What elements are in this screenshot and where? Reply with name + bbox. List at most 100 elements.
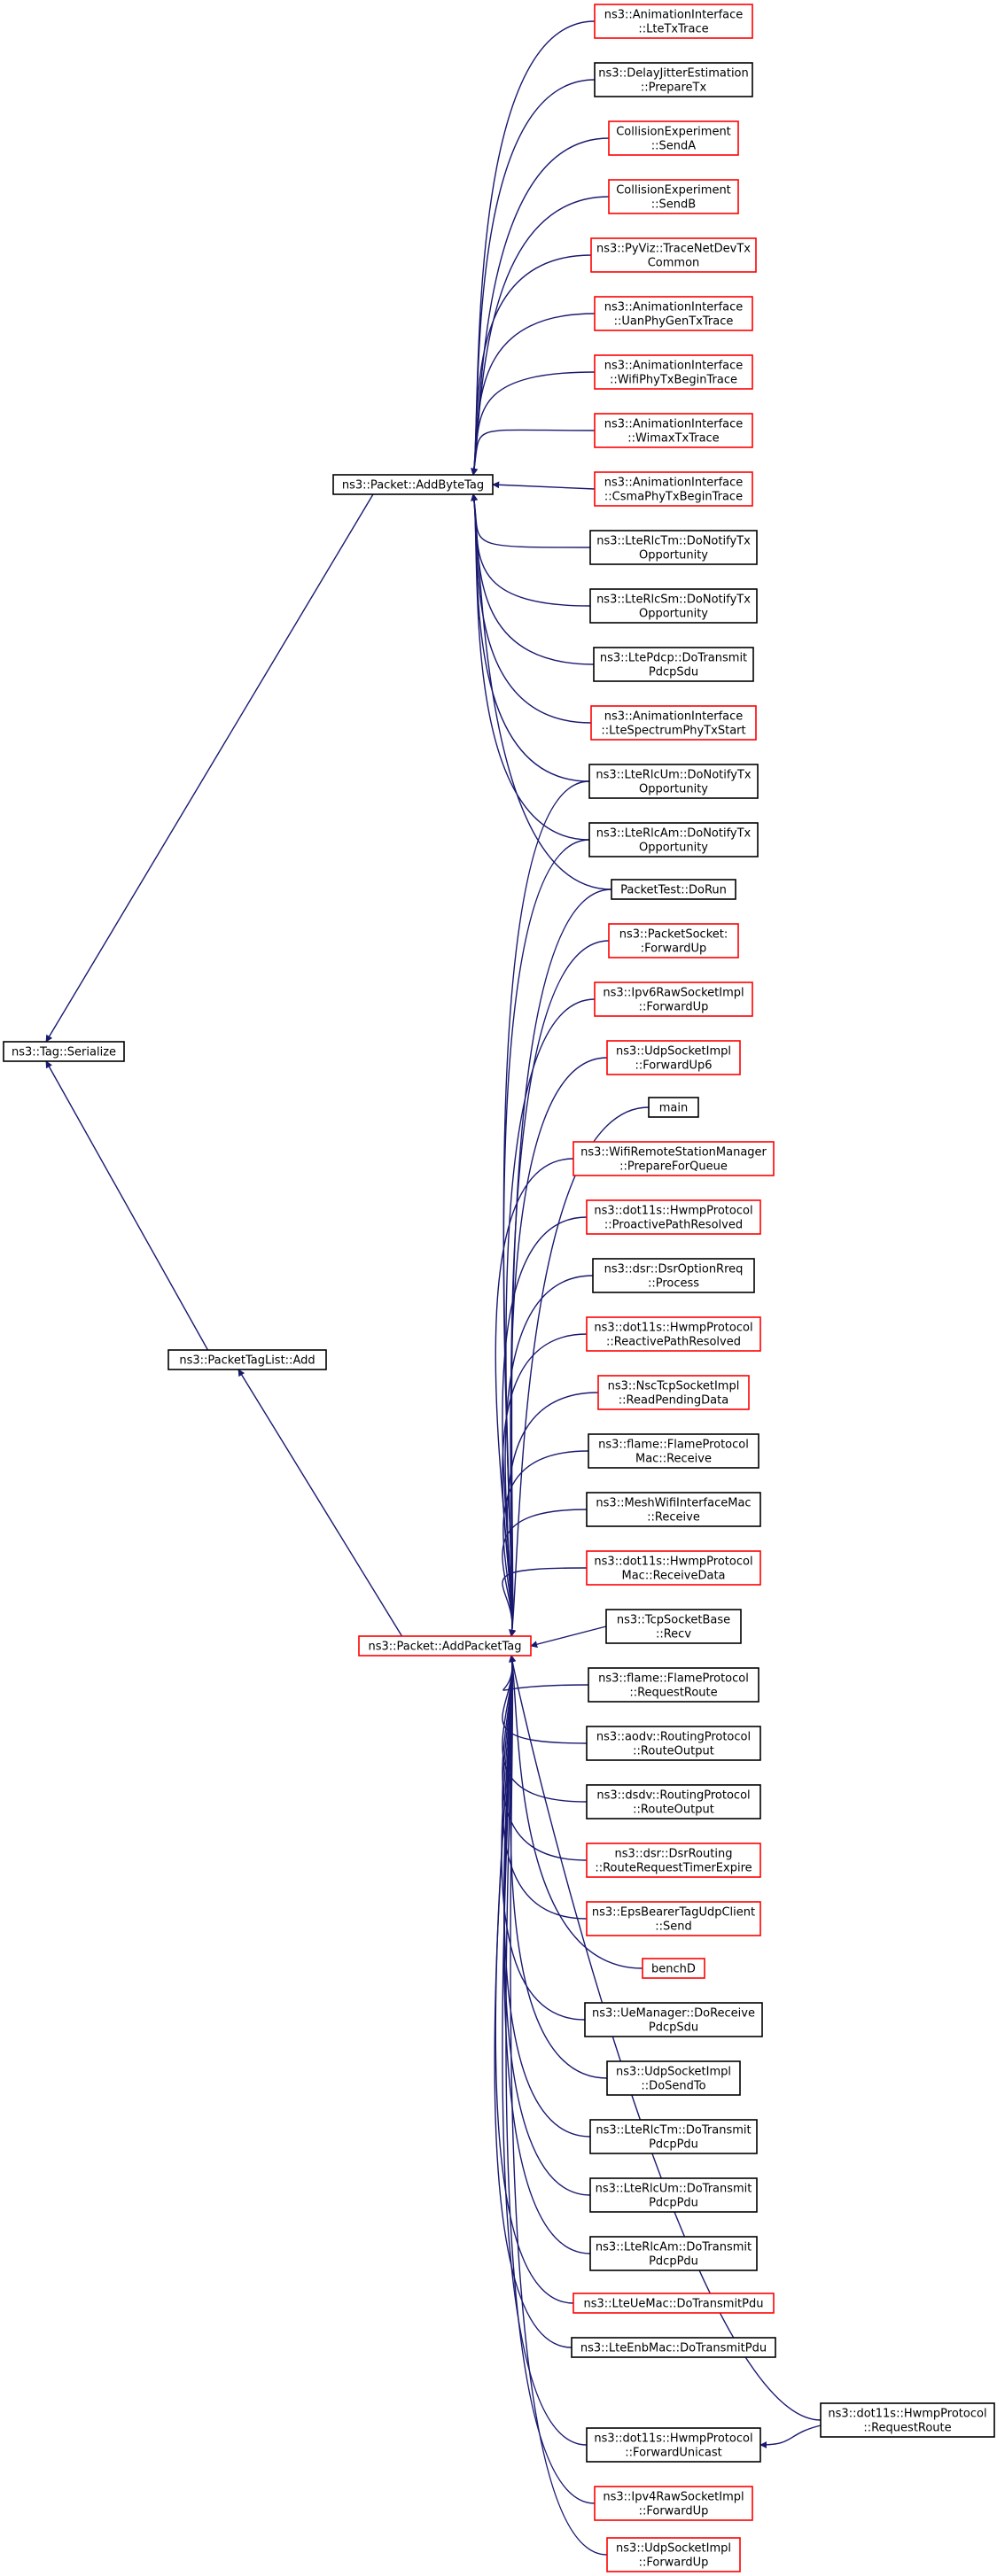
node-box-anim-uanphygentxtrace: [594, 296, 753, 331]
edge-lterlcum-dotransmitpdcppdu-to-addpackettag: [503, 1655, 591, 2196]
node-lteuemac-dotransmitpdu[interactable]: ns3::LteUeMac::DoTransmitPdu: [572, 2293, 775, 2314]
node-box-lterlctm-donotifytx: [589, 530, 758, 565]
node-label-ltepdcp-dotransmitpdcpsdu-line-1: ns3::LtePdcp::DoTransmit: [600, 652, 747, 665]
node-box-collision-senda: [608, 120, 739, 156]
node-hwmpmac-receivedata[interactable]: ns3::dot11s::HwmpProtocolMac::ReceiveDat…: [586, 1550, 761, 1586]
node-tcpsocketbase-recv[interactable]: ns3::TcpSocketBase::Recv: [605, 1609, 742, 1644]
node-benchd[interactable]: benchD: [642, 1958, 705, 1979]
node-label-uemanager-doreceivepdcpsdu-line-2: PdcpSdu: [649, 2021, 698, 2035]
node-wifiremote-prepareforqueue[interactable]: ns3::WifiRemoteStationManager::PrepareFo…: [572, 1141, 775, 1176]
node-label-anim-ltetxtrace-line-2: ::LteTxTrace: [638, 23, 708, 36]
edge-dsdv-routeoutput-to-addpackettag: [502, 1655, 588, 1803]
edge-lterlcsm-donotifytx-to-addbytetag: [471, 493, 591, 607]
node-anim-csmaphytxbegintrace[interactable]: ns3::AnimationInterface::CsmaPhyTxBeginT…: [594, 471, 753, 507]
node-label-dsroptionrreq-process-line-2: ::Process: [648, 1277, 699, 1291]
node-anim-uanphygentxtrace[interactable]: ns3::AnimationInterface::UanPhyGenTxTrac…: [594, 296, 753, 331]
node-dsrrouting-routerequesttimerexpire[interactable]: ns3::dsr::DsrRouting::RouteRequestTimerE…: [586, 1843, 761, 1878]
node-addpackettag[interactable]: ns3::Packet::AddPacketTag: [358, 1635, 532, 1657]
node-label-lterlcam-donotifytx-line-1: ns3::LteRlcAm::DoNotifyTx: [596, 827, 752, 841]
node-anim-wimaxtxtrace[interactable]: ns3::AnimationInterface::WimaxTxTrace: [594, 413, 753, 448]
node-label-dsrrouting-routerequesttimerexpire-line-2: ::RouteRequestTimerExpire: [595, 1862, 752, 1875]
node-anim-wifiphytxbegintrace[interactable]: ns3::AnimationInterface::WifiPhyTxBeginT…: [594, 354, 753, 390]
edge-udpsocketimpl-forwardup6-to-addpackettag: [509, 1057, 608, 1637]
node-hwmp-requestroute[interactable]: ns3::dot11s::HwmpProtocol::RequestRoute: [820, 2402, 995, 2438]
node-box-hwmp-requestroute: [820, 2402, 995, 2438]
node-label-lteuemac-dotransmitpdu-line-1: ns3::LteUeMac::DoTransmitPdu: [583, 2298, 763, 2311]
edge-packettaglist-add-to-serialize: [45, 1060, 209, 1351]
node-box-dsroptionrreq-process: [592, 1258, 755, 1293]
node-packetsocket-forwardup[interactable]: ns3::PacketSocket::ForwardUp: [608, 923, 739, 958]
node-label-benchd-line-1: benchD: [651, 1963, 696, 1976]
node-label-meshwifiinterfacemac-receive-line-1: ns3::MeshWifiInterfaceMac: [596, 1497, 751, 1510]
node-label-anim-wifiphytxbegintrace-line-2: ::WifiPhyTxBeginTrace: [610, 374, 737, 387]
node-ipv4rawsocketimpl-forwardup[interactable]: ns3::Ipv4RawSocketImpl::ForwardUp: [594, 2486, 753, 2521]
edge-hwmp-requestroute-to-addpackettag: [509, 1655, 822, 2421]
node-nsctcpsocketimpl-readpendingdata[interactable]: ns3::NscTcpSocketImpl::ReadPendingData: [597, 1375, 750, 1410]
node-meshwifiinterfacemac-receive[interactable]: ns3::MeshWifiInterfaceMac::Receive: [586, 1492, 761, 1527]
node-packettaglist-add[interactable]: ns3::PacketTagList::Add: [167, 1349, 327, 1370]
node-aodv-routeoutput[interactable]: ns3::aodv::RoutingProtocol::RouteOutput: [586, 1726, 761, 1761]
node-box-udpsocketimpl-dosendto: [606, 2060, 741, 2096]
node-addbytetag[interactable]: ns3::Packet::AddByteTag: [332, 474, 494, 495]
node-box-anim-wimaxtxtrace: [594, 413, 753, 448]
node-hwmp-forwardunicast[interactable]: ns3::dot11s::HwmpProtocol::ForwardUnicas…: [586, 2427, 761, 2463]
node-box-lterlcam-dotransmitpdcppdu: [589, 2236, 758, 2271]
node-label-lterlctm-donotifytx-line-2: Opportunity: [639, 549, 708, 563]
node-label-anim-wimaxtxtrace-line-2: ::WimaxTxTrace: [627, 432, 719, 446]
node-label-lterlcsm-donotifytx-line-1: ns3::LteRlcSm::DoNotifyTx: [596, 594, 751, 607]
node-delayjitter-preparetx[interactable]: ns3::DelayJitterEstimation::PrepareTx: [594, 62, 753, 97]
node-udpsocketimpl-forwardup[interactable]: ns3::UdpSocketImpl::ForwardUp: [606, 2537, 741, 2572]
node-box-lterlcsm-donotifytx: [589, 588, 758, 624]
node-anim-ltetxtrace[interactable]: ns3::AnimationInterface::LteTxTrace: [594, 4, 753, 39]
node-label-udpsocketimpl-dosendto-line-1: ns3::UdpSocketImpl: [616, 2066, 731, 2079]
edge-lteenbmac-dotransmitpdu-to-addpackettag: [494, 1655, 572, 2348]
node-collision-senda[interactable]: CollisionExperiment::SendA: [608, 120, 739, 156]
node-label-hwmpmac-receivedata-line-1: ns3::dot11s::HwmpProtocol: [594, 1556, 752, 1569]
node-box-benchd: [642, 1958, 705, 1979]
node-label-ipv6rawsocketimpl-forwardup-line-2: ::ForwardUp: [639, 1001, 709, 1014]
node-label-addpackettag-line-1: ns3::Packet::AddPacketTag: [368, 1641, 521, 1654]
node-label-anim-ltespectrumphytxstart-line-1: ns3::AnimationInterface: [604, 710, 744, 724]
node-label-aodv-routeoutput-line-1: ns3::aodv::RoutingProtocol: [596, 1731, 751, 1744]
node-hwmp-proactivepathresolved[interactable]: ns3::dot11s::HwmpProtocol::ProactivePath…: [586, 1199, 761, 1235]
node-label-main-line-1: main: [659, 1102, 688, 1115]
edge-udpsocketimpl-forwardup-to-addpackettag: [509, 1655, 608, 2556]
node-udpsocketimpl-dosendto[interactable]: ns3::UdpSocketImpl::DoSendTo: [606, 2060, 741, 2096]
node-label-delayjitter-preparetx-line-1: ns3::DelayJitterEstimation: [598, 67, 749, 81]
node-packettest-dorun[interactable]: PacketTest::DoRun: [611, 879, 736, 900]
node-box-anim-ltespectrumphytxstart: [590, 705, 757, 741]
node-label-ltepdcp-dotransmitpdcpsdu-line-2: PdcpSdu: [649, 666, 698, 679]
node-udpsocketimpl-forwardup6[interactable]: ns3::UdpSocketImpl::ForwardUp6: [606, 1040, 741, 1075]
edge-benchd-to-addpackettag: [509, 1655, 643, 1969]
node-dsdv-routeoutput[interactable]: ns3::dsdv::RoutingProtocol::RouteOutput: [586, 1784, 761, 1819]
edge-addbytetag-to-serialize: [45, 493, 374, 1043]
node-hwmp-reactivepathresolved[interactable]: ns3::dot11s::HwmpProtocol::ReactivePathR…: [586, 1316, 761, 1352]
node-label-hwmp-reactivepathresolved-line-2: ::ReactivePathResolved: [606, 1336, 741, 1349]
node-label-packetsocket-forwardup-line-1: ns3::PacketSocket:: [619, 928, 728, 942]
node-anim-ltespectrumphytxstart[interactable]: ns3::AnimationInterface::LteSpectrumPhyT…: [590, 705, 757, 741]
node-ipv6rawsocketimpl-forwardup[interactable]: ns3::Ipv6RawSocketImpl::ForwardUp: [594, 982, 753, 1017]
node-box-anim-wifiphytxbegintrace: [594, 354, 753, 390]
node-collision-sendb[interactable]: CollisionExperiment::SendB: [608, 179, 739, 214]
edge-tcpsocketbase-recv-to-addpackettag: [530, 1626, 607, 1649]
node-epsbearertagudpclient-send[interactable]: ns3::EpsBearerTagUdpClient::Send: [586, 1901, 761, 1936]
node-label-wifiremote-prepareforqueue-line-1: ns3::WifiRemoteStationManager: [580, 1146, 767, 1160]
node-lteenbmac-dotransmitpdu[interactable]: ns3::LteEnbMac::DoTransmitPdu: [571, 2337, 776, 2358]
node-label-uemanager-doreceivepdcpsdu-line-1: ns3::UeManager::DoReceive: [592, 2007, 755, 2021]
node-dsroptionrreq-process[interactable]: ns3::dsr::DsrOptionRreq::Process: [592, 1258, 755, 1293]
node-main[interactable]: main: [648, 1097, 699, 1118]
node-flameprotocol-requestroute[interactable]: ns3::flame::FlameProtocol::RequestRoute: [588, 1667, 759, 1703]
node-label-serialize-line-1: ns3::Tag::Serialize: [12, 1046, 116, 1059]
node-label-anim-uanphygentxtrace-line-2: ::UanPhyGenTxTrace: [614, 315, 734, 329]
